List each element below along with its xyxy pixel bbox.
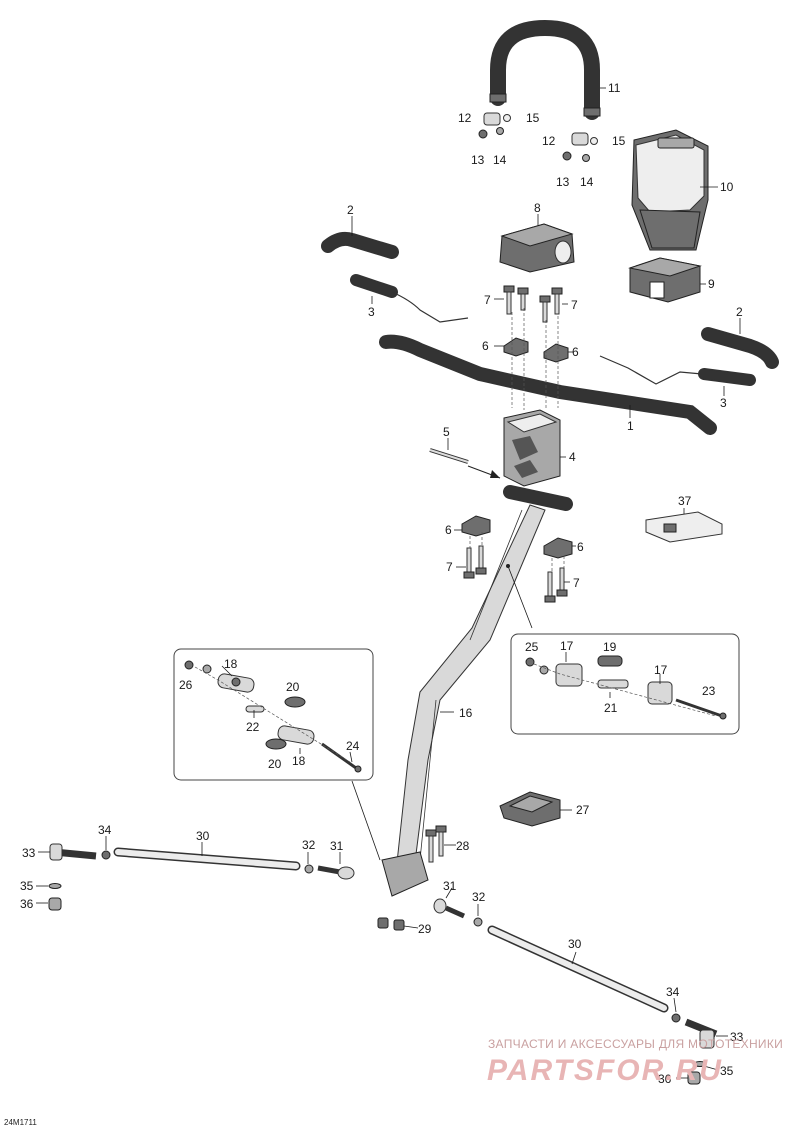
callout-32b: 32 — [472, 890, 486, 904]
callout-36b: 36 — [658, 1072, 672, 1086]
grip-left — [321, 231, 399, 259]
bolts-top — [503, 285, 563, 323]
drawing-code: 24M1711 — [4, 1118, 37, 1127]
callout-3b: 3 — [720, 396, 727, 410]
grip-right — [701, 327, 779, 369]
handlebar — [379, 334, 717, 435]
watermark-text: ЗАПЧАСТИ И АКСЕССУАРЫ ДЛЯ МОТОТЕХНИКИ — [488, 1037, 784, 1051]
handlebar-pad — [499, 223, 575, 273]
callout-14a: 14 — [493, 153, 507, 167]
callout-35a: 35 — [20, 879, 34, 893]
column-nuts — [377, 917, 405, 931]
callout-12b: 12 — [542, 134, 556, 148]
steering-column-head — [503, 485, 573, 511]
callout-22: 22 — [246, 720, 260, 734]
callout-10: 10 — [720, 180, 734, 194]
callout-23: 23 — [702, 684, 716, 698]
callout-13b: 13 — [556, 175, 570, 189]
callout-25: 25 — [525, 640, 539, 654]
callout-8: 8 — [534, 201, 541, 215]
callout-13a: 13 — [471, 153, 485, 167]
callout-16: 16 — [459, 706, 473, 720]
callout-9: 9 — [708, 277, 715, 291]
shim-strip — [429, 448, 469, 464]
callout-3a: 3 — [368, 305, 375, 319]
callout-20a: 20 — [286, 680, 300, 694]
callout-31b: 31 — [443, 879, 457, 893]
callout-27: 27 — [576, 803, 590, 817]
riser-block — [503, 409, 561, 487]
callout-15b: 15 — [612, 134, 626, 148]
clamps-bottom — [461, 515, 573, 559]
callout-34b: 34 — [666, 985, 680, 999]
callout-14b: 14 — [580, 175, 594, 189]
callout-7a: 7 — [484, 293, 491, 307]
callout-28: 28 — [456, 839, 470, 853]
callout-32a: 32 — [302, 838, 316, 852]
callout-12a: 12 — [458, 111, 472, 125]
tie-rod-left — [48, 843, 355, 911]
pad-foam — [628, 257, 702, 303]
tie-rod-right — [433, 898, 718, 1085]
watermark-logo: PARTSFOR.RU — [487, 1054, 723, 1087]
callout-18a: 18 — [224, 657, 238, 671]
bolts-bottom — [463, 545, 568, 603]
callout-35b: 35 — [720, 1064, 734, 1078]
callout-6c: 6 — [445, 523, 452, 537]
grip-heater-right — [599, 355, 756, 386]
column-bolts — [425, 825, 447, 863]
grab-handle-loop — [489, 19, 601, 120]
callout-34a: 34 — [98, 823, 112, 837]
callout-20b: 20 — [268, 757, 282, 771]
callout-1: 1 — [627, 419, 634, 433]
callout-19: 19 — [603, 640, 617, 654]
callout-17a: 17 — [560, 639, 574, 653]
clamp-group-right — [562, 132, 598, 162]
callout-31a: 31 — [330, 839, 344, 853]
callout-29: 29 — [418, 922, 432, 936]
callout-26: 26 — [179, 678, 193, 692]
callout-30b: 30 — [568, 937, 582, 951]
mount-pad — [499, 791, 561, 827]
callout-6b: 6 — [572, 345, 579, 359]
callout-5: 5 — [443, 425, 450, 439]
steering-column — [381, 504, 546, 897]
callout-7c: 7 — [446, 560, 453, 574]
callout-6d: 6 — [577, 540, 584, 554]
plate — [645, 511, 723, 543]
callout-2a: 2 — [347, 203, 354, 217]
callout-17b: 17 — [654, 663, 668, 677]
callout-24: 24 — [346, 739, 360, 753]
callout-37: 37 — [678, 494, 692, 508]
callout-2b: 2 — [736, 305, 743, 319]
callout-4: 4 — [569, 450, 576, 464]
callout-33a: 33 — [22, 846, 36, 860]
callout-15a: 15 — [526, 111, 540, 125]
callout-7d: 7 — [573, 576, 580, 590]
callout-30a: 30 — [196, 829, 210, 843]
callout-6a: 6 — [482, 339, 489, 353]
grip-heater-left — [350, 274, 469, 323]
clamp-group-left — [478, 112, 511, 139]
callout-18b: 18 — [292, 754, 306, 768]
callout-11: 11 — [608, 81, 621, 95]
callout-33b: 33 — [730, 1030, 744, 1044]
clamps-top — [503, 337, 569, 363]
handlebar-cover — [631, 129, 709, 251]
callout-36a: 36 — [20, 897, 34, 911]
detail-right-parts — [525, 655, 727, 720]
callout-7b: 7 — [571, 298, 578, 312]
callout-21: 21 — [604, 701, 618, 715]
